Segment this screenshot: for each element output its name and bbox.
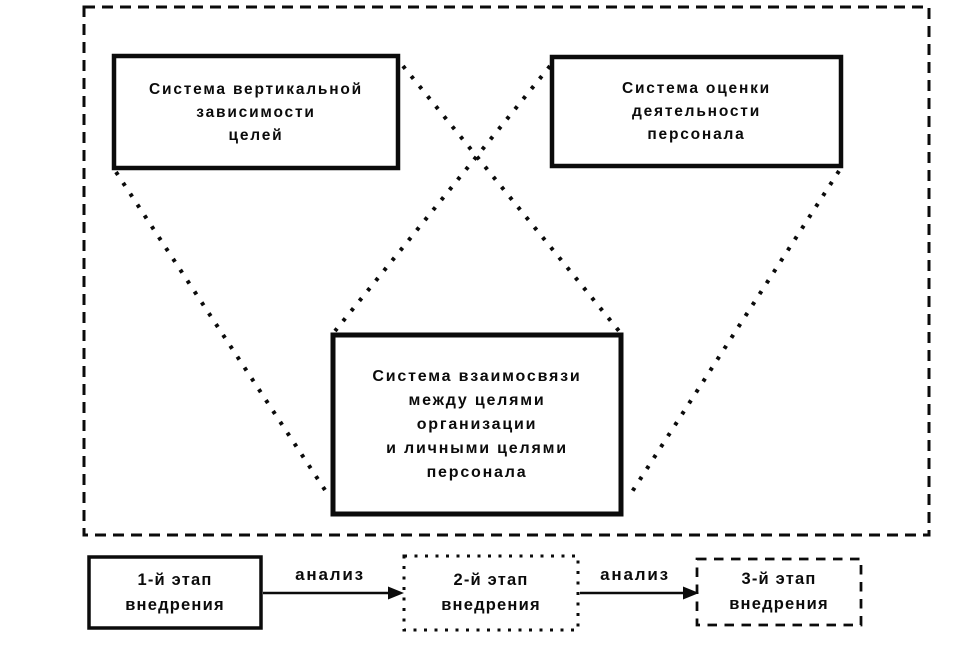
arrow-analysis-2 [580, 586, 699, 600]
label-line: 3-й этап [741, 570, 817, 588]
connector-vertical-goals-to-center-inner [401, 64, 621, 333]
connector-vertical-goals-to-center-outer [114, 170, 327, 492]
label-line: Система взаимосвязи [372, 367, 582, 385]
connector-evaluation-to-center-outer [626, 169, 841, 500]
box-stage-3 [695, 557, 863, 627]
label-line: деятельности [631, 103, 762, 120]
outer-dashed-boundary [82, 5, 931, 537]
label-line: и личными целями [386, 439, 568, 457]
box-personnel-evaluation-label: Система оценки деятельности персонала [552, 57, 841, 166]
box-stage-1-label: 1-й этап внедрения [89, 557, 261, 628]
label-line: 1-й этап [137, 570, 213, 589]
box-stage-2 [402, 554, 580, 632]
label-line: Система оценки [621, 80, 771, 97]
box-stage-3-label: 3-й этап внедрения [697, 559, 861, 625]
box-goals-interconnection [330, 332, 624, 517]
label-line: внедрения [441, 596, 541, 614]
label-line: 2-й этап [453, 571, 529, 589]
box-stage-2-label: 2-й этап внедрения [404, 556, 578, 630]
label-line: организации [416, 415, 538, 433]
label-line: персонала [426, 463, 528, 481]
label-line: внедрения [729, 595, 829, 613]
label-line: Система вертикальной [149, 80, 363, 98]
box-stage-1 [87, 555, 263, 630]
label-line: зависимости [196, 103, 316, 121]
label-line: между целями [408, 391, 546, 409]
arrow-analysis-1-label: анализ [295, 565, 365, 584]
connector-evaluation-to-center-inner [333, 64, 552, 333]
box-goals-interconnection-label: Система взаимосвязи между целями организ… [333, 335, 621, 514]
box-personnel-evaluation [549, 54, 844, 169]
arrow-analysis-2-label: анализ [600, 565, 670, 584]
label-line: персонала [647, 126, 746, 143]
label-line: целей [228, 126, 284, 144]
box-vertical-goals [111, 53, 401, 171]
box-vertical-goals-label: Система вертикальной зависимости целей [114, 56, 398, 168]
arrow-analysis-1 [263, 586, 404, 600]
label-line: внедрения [125, 595, 225, 614]
